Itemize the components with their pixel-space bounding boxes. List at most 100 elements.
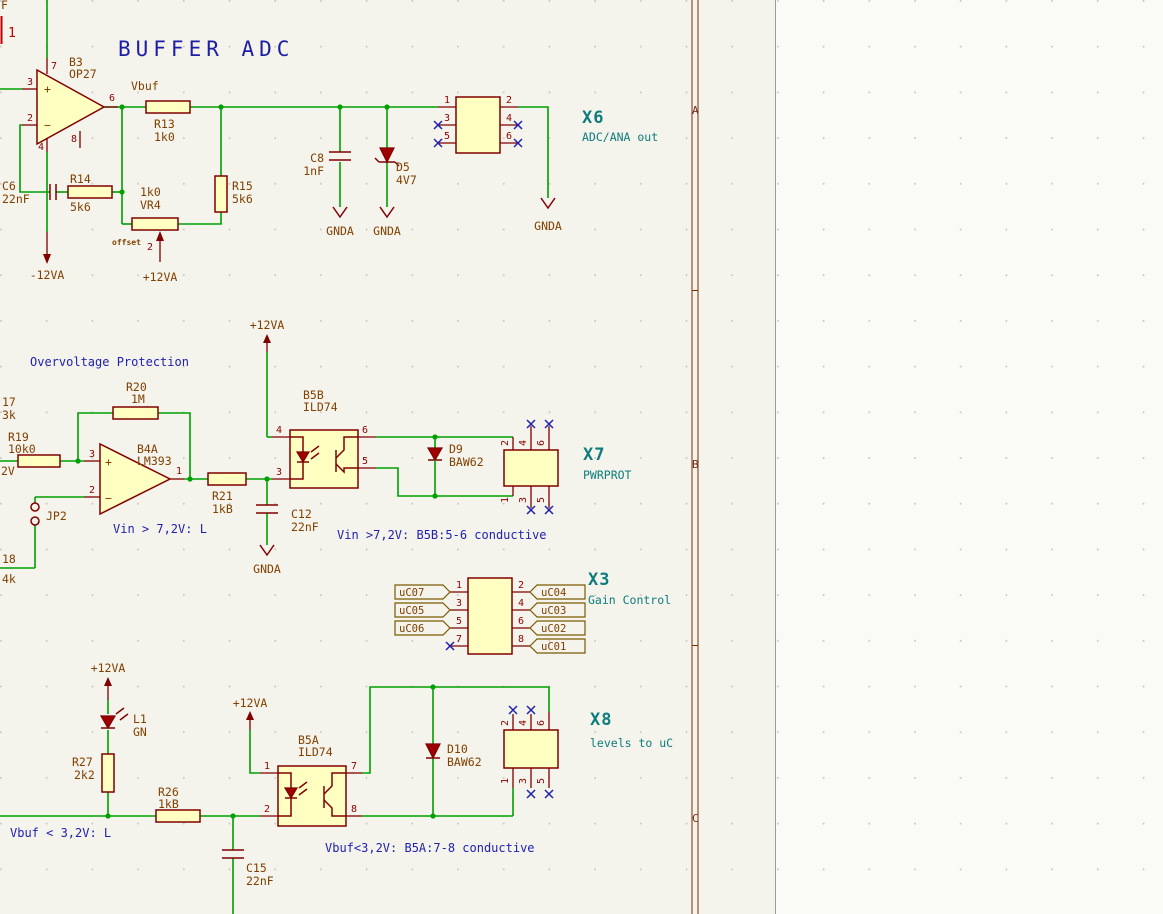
b5a-pin8: 8 (351, 804, 357, 815)
connector-x3[interactable]: 1 3 5 7 2 4 6 8 (445, 577, 530, 655)
edge-fragment-top-left: F 1 (0, 0, 16, 44)
power-plus12va-b[interactable]: +12VA (250, 318, 285, 352)
l1-ref: L1 (133, 712, 147, 726)
component-r20[interactable]: R20 1M (112, 380, 159, 420)
b4a-value: LM393 (137, 454, 172, 468)
component-c6[interactable]: C6 22nF (2, 179, 57, 206)
svg-text:-12VA: -12VA (30, 268, 65, 282)
x3-name: X3 (588, 570, 610, 590)
gnda-d5[interactable]: GNDA (373, 206, 401, 238)
net-label-vbuf[interactable]: Vbuf (131, 79, 159, 93)
component-r14[interactable]: R14 5k6 (67, 172, 113, 214)
component-c15[interactable]: C15 22nF (222, 849, 274, 888)
global-label-uc04[interactable]: uC04 (529, 584, 586, 600)
gnda-c8[interactable]: GNDA (326, 206, 354, 238)
component-c12[interactable]: C12 22nF (256, 504, 319, 534)
power-plus12va-l1[interactable]: +12VA (91, 661, 126, 700)
r13-value: 1k0 (154, 130, 175, 144)
connector-x7[interactable]: 2 4 6 1 3 5 (500, 419, 559, 515)
svg-text:4k: 4k (2, 572, 16, 586)
junctions-b (75, 434, 438, 499)
component-jp2[interactable]: JP2 (30, 502, 67, 526)
component-r21[interactable]: R21 1kB (207, 472, 247, 516)
r19-ref: R19 (8, 430, 29, 444)
junctions-a (119, 104, 390, 195)
component-r26[interactable]: R26 1kB (155, 785, 201, 823)
svg-text:+12VA: +12VA (91, 661, 126, 675)
b5b-pin5: 5 (362, 456, 368, 467)
wires-section-b[interactable] (0, 352, 513, 569)
power-plus12va-vr4[interactable]: +12VA (143, 270, 178, 284)
svg-text:3k: 3k (2, 408, 16, 422)
sheet-row-c: C (692, 812, 699, 825)
global-label-uc03[interactable]: uC03 (529, 602, 586, 618)
x3-pin8: 8 (518, 634, 524, 645)
c8-value: 1nF (303, 164, 324, 178)
x6-pin2: 2 (506, 95, 512, 106)
d9-ref: D9 (449, 442, 463, 456)
svg-text:uC04: uC04 (541, 587, 566, 599)
junctions-c (105, 684, 436, 819)
component-vr4[interactable]: 1k0 VR4 2 offset (112, 185, 179, 262)
component-r13[interactable]: R13 1k0 (145, 100, 191, 144)
x3-pin3: 3 (456, 598, 462, 609)
sheet-border (691, 0, 699, 914)
x8-pin1: 1 (500, 778, 511, 784)
component-b4a-comparator[interactable]: + − 3 2 1 B4A LM393 (84, 442, 184, 516)
component-d5[interactable]: D5 4V7 (374, 147, 417, 187)
r26-ref: R26 (158, 785, 179, 799)
c6-value: 22nF (2, 192, 30, 206)
vr4-ref: VR4 (140, 198, 161, 212)
global-label-uc06[interactable]: uC06 (394, 620, 451, 636)
power-plus12va-b5a[interactable]: +12VA (233, 696, 268, 730)
wires-section-a[interactable] (0, 0, 549, 232)
r14-value: 5k6 (70, 200, 91, 214)
component-d10[interactable]: D10 BAW62 (425, 742, 482, 769)
gnda-c12[interactable]: GNDA (253, 544, 281, 576)
component-c8[interactable]: C8 1nF (303, 151, 351, 178)
b3-pin7: 7 (51, 61, 57, 72)
c15-value: 22nF (246, 874, 274, 888)
x3-pin7: 7 (456, 634, 462, 645)
vr4-pin2: 2 (147, 242, 153, 253)
gnda-x6[interactable]: GNDA (534, 197, 562, 233)
x8-desc: levels to uC (590, 736, 673, 750)
x8-pin5: 5 (536, 778, 547, 784)
noconnect-x6 (433, 120, 523, 148)
d10-ref: D10 (447, 742, 468, 756)
power-minus12va[interactable]: -12VA (30, 232, 65, 282)
b3-pin4: 4 (38, 142, 44, 153)
component-b5a-optocoupler[interactable]: 1 2 7 8 B5A ILD74 (260, 733, 362, 827)
component-b3-opamp[interactable]: + − 3 2 6 7 4 8 B3 OP27 (22, 55, 118, 153)
l1-value: GN (133, 725, 147, 739)
global-label-uc07[interactable]: uC07 (394, 584, 451, 600)
global-label-uc01[interactable]: uC01 (529, 638, 586, 654)
global-label-uc02[interactable]: uC02 (529, 620, 586, 636)
svg-text:uC07: uC07 (399, 587, 424, 599)
svg-text:+12VA: +12VA (250, 318, 285, 332)
svg-text:2V: 2V (1, 464, 15, 478)
b5a-pin2: 2 (264, 804, 270, 815)
r20-value: 1M (131, 392, 145, 406)
r19-value: 10k0 (8, 442, 36, 456)
wires-section-c[interactable] (0, 686, 550, 914)
component-r27[interactable]: R27 2k2 (72, 753, 115, 793)
component-d9[interactable]: D9 BAW62 (426, 437, 484, 496)
b5a-ref: B5A (298, 733, 319, 747)
b5a-pin7: 7 (351, 761, 357, 772)
connector-x8[interactable]: 2 4 6 1 3 5 (500, 705, 559, 799)
r26-value: 1kB (158, 797, 179, 811)
component-l1-led[interactable]: L1 GN (99, 707, 147, 739)
x7-pin3: 3 (518, 497, 529, 503)
x7-desc: PWRPROT (583, 468, 632, 482)
b5b-ref: B5B (303, 388, 324, 402)
component-r19[interactable]: R19 10k0 (8, 430, 61, 468)
b3-pin3: 3 (27, 77, 33, 88)
b5a-pin1: 1 (264, 761, 270, 772)
c15-ref: C15 (246, 861, 267, 875)
component-r15[interactable]: R15 5k6 (214, 175, 253, 213)
connector-x6[interactable]: 1 2 3 4 5 6 (433, 95, 523, 154)
component-b5b-optocoupler[interactable]: 4 3 6 5 B5B ILD74 (272, 388, 376, 489)
